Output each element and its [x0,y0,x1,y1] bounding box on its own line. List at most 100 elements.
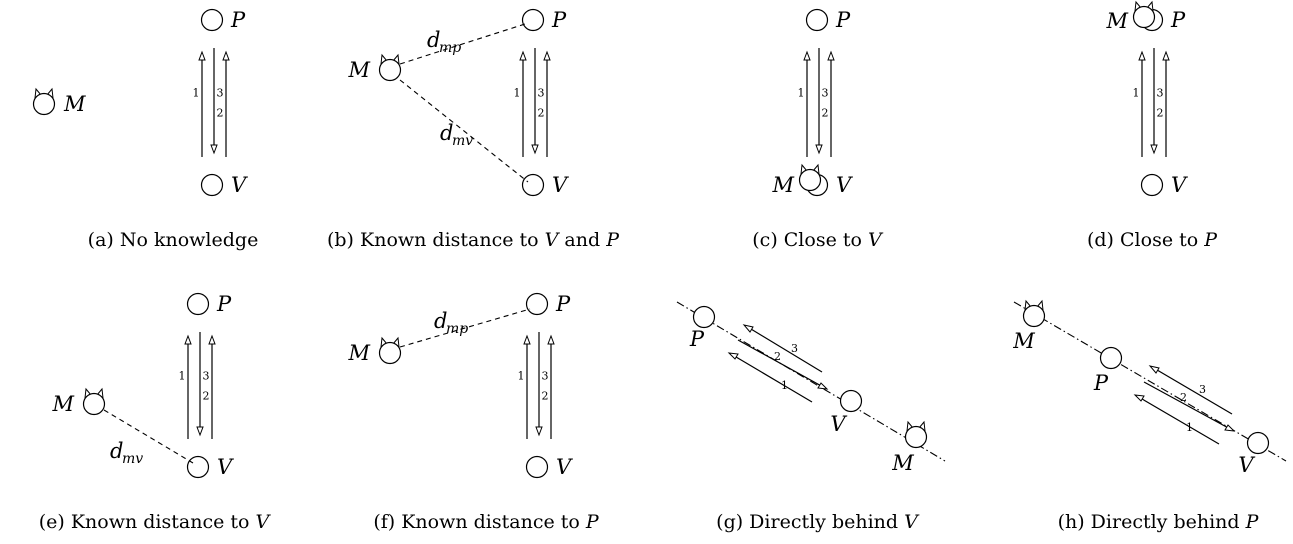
arrow-number-1: 1 [781,379,788,392]
label-V: V [830,412,847,436]
label-M: M [347,341,370,365]
arrowhead-up [184,334,192,345]
label-M: M [771,173,794,197]
arrow-number-1: 1 [179,370,186,383]
message-arrows: 123 [518,332,555,439]
arrow-number-1: 1 [798,87,805,100]
label-M: M [891,451,914,475]
arrow-1 [1136,395,1220,445]
caption-text: (c) Close to [752,229,868,251]
panel-caption: (d) Close to P [1087,229,1218,251]
arrowhead-3 [1148,365,1160,374]
head-circle [1022,304,1046,328]
panel-caption: (b) Known distance to V and P [327,229,620,251]
label-V: V [217,455,234,479]
arrow-3 [745,325,823,373]
label-M: M [1012,329,1035,353]
arrowhead-down [535,426,543,437]
label-V: V [836,173,853,197]
label-V: V [556,455,573,479]
arrow-number-2: 2 [538,107,545,120]
caption-var: P [1203,229,1218,251]
label-P: P [1093,371,1109,395]
arrow-1 [730,353,813,403]
head-circle [32,92,56,116]
arrowhead-up [547,334,555,345]
node-V [525,455,549,479]
alignment-line [676,301,946,462]
arrow-2 [737,339,826,389]
arrowhead-up [543,50,551,61]
arrow-number-2: 2 [542,390,549,403]
arrowhead-up [198,50,206,61]
head-circle [378,58,402,82]
arrow-number-3: 3 [791,342,798,355]
caption-text: (e) Known distance to [39,511,256,533]
node-V [200,173,224,197]
head-circle [1132,5,1156,29]
caption-text: (d) Close to [1087,229,1204,251]
head-circle [378,341,402,365]
distance-label: dmp [434,309,468,337]
node-V [521,173,545,197]
arrowhead-up [827,50,835,61]
distance-sub: mv [452,133,473,149]
arrowhead-up [519,50,527,61]
message-arrows: 32 1 [727,324,829,403]
node-V [1246,431,1270,455]
node-M [798,163,822,192]
arrow-number-2: 2 [822,107,829,120]
node-M [904,420,928,449]
label-V: V [231,173,248,197]
arrowhead-down [196,426,204,437]
panel-caption: (g) Directly behind V [716,511,920,533]
node-P [521,8,545,32]
arrow-2 [1143,381,1233,431]
label-P: P [230,8,246,32]
message-arrows: 123 [1133,48,1170,157]
node-P [186,292,210,316]
arrow-number-2: 2 [774,350,781,363]
distance-line-mp [399,308,531,348]
arrow-number-3: 3 [1157,87,1164,100]
arrowhead-up [222,50,230,61]
distance-base: d [434,309,447,333]
alignment-line [1013,301,1287,462]
distance-label: dmp [427,28,461,56]
arrowhead-up [1162,50,1170,61]
arrow-number-3: 3 [1199,383,1206,396]
distance-label: dmv [440,121,473,149]
arrowhead-up [523,334,531,345]
panel-caption: (e) Known distance to V [39,511,272,533]
label-M: M [51,392,74,416]
arrowhead-3 [742,324,754,333]
panel-caption: (f) Known distance to P [373,511,600,533]
arrow-number-2: 2 [1157,107,1164,120]
arrow-number-1: 1 [514,87,521,100]
caption-text: (g) Directly behind [716,511,904,533]
arrowhead-1 [727,352,739,360]
caption-var: V [904,511,920,533]
caption-text: (f) Known distance to [373,511,586,533]
arrowhead-1 [1133,394,1145,402]
label-P: P [551,8,567,32]
label-M: M [63,92,86,116]
node-M [378,336,402,365]
label-V: V [1238,453,1255,477]
node-P [200,8,224,32]
label-V: V [552,173,569,197]
distance-line-mp [399,23,526,65]
node-M [82,387,106,416]
caption-text: (a) No knowledge [88,229,259,251]
message-arrows: 123 [193,48,230,157]
node-P [805,8,829,32]
arrowhead-down [210,144,218,155]
node-V [839,389,863,413]
label-V: V [1171,173,1188,197]
node-M [32,87,56,116]
node-M [378,53,402,82]
